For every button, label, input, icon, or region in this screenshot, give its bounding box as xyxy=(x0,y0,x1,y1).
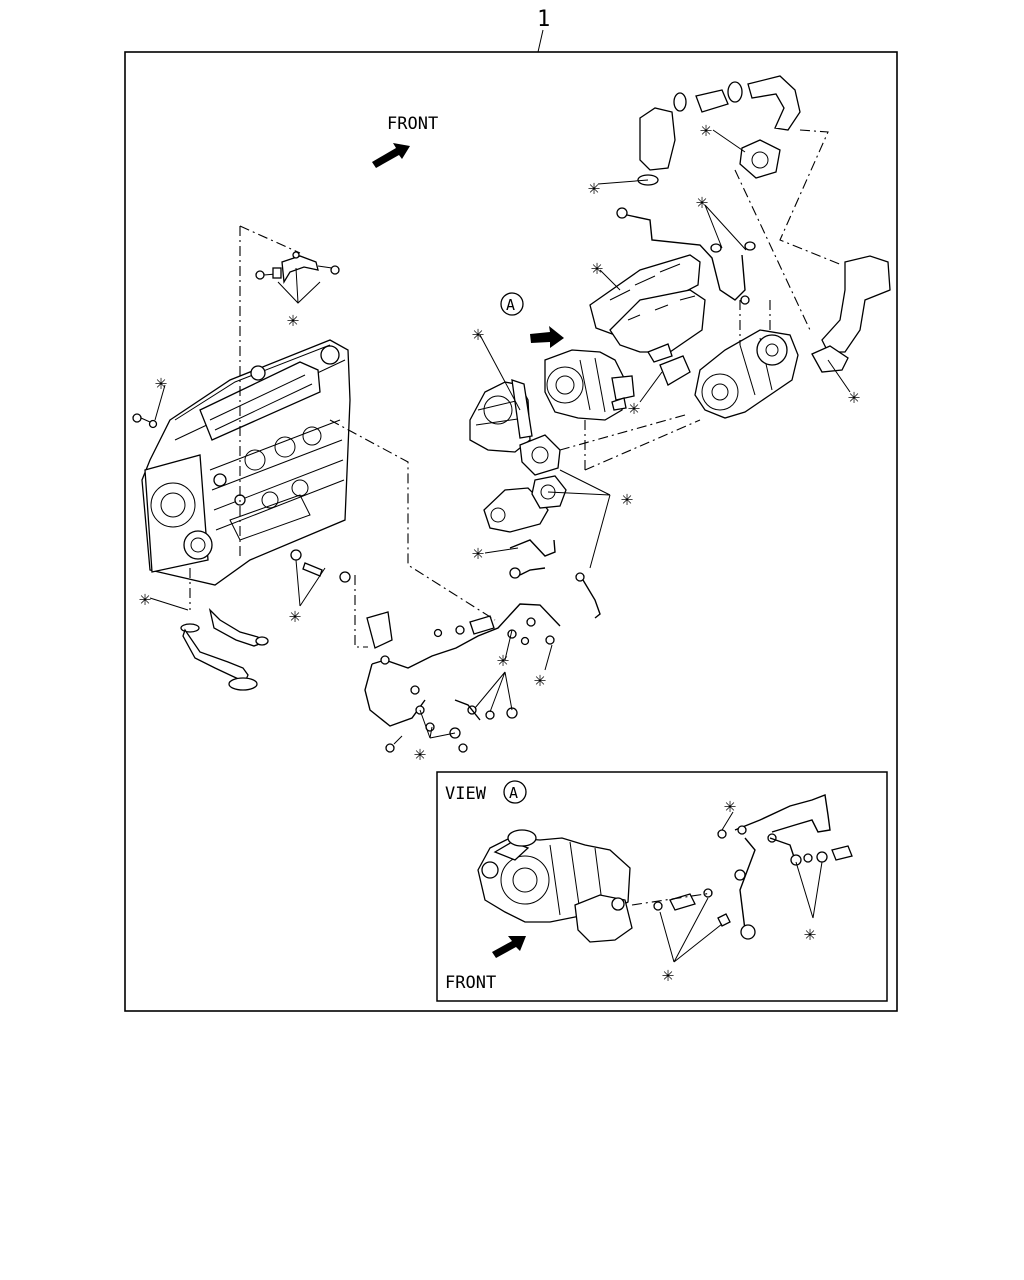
view-a-marker: A xyxy=(500,292,564,348)
callout-number: 1 xyxy=(537,7,550,32)
note-asterisk-icon: ✳ xyxy=(287,307,299,331)
inset-asterisk-icon: ✳ xyxy=(724,793,736,817)
inset-asterisk-icon: ✳ xyxy=(804,921,816,945)
note-asterisk-icon: ✳ xyxy=(700,117,712,141)
exhaust-manifold xyxy=(589,254,706,386)
inset-oil-lines xyxy=(631,794,853,940)
note-asterisk-icon: ✳ xyxy=(414,741,426,765)
note-asterisk-icon: ✳ xyxy=(696,189,708,213)
inset-view-a-letter: A xyxy=(509,784,518,802)
note-asterisk-icon: ✳ xyxy=(621,486,633,510)
note-asterisk-icon: ✳ xyxy=(155,370,167,394)
note-asterisk-icon: ✳ xyxy=(848,384,860,408)
inset-front-label: FRONT xyxy=(445,973,496,993)
turbocharger-assembly xyxy=(469,349,635,453)
intake-pipes xyxy=(637,75,891,373)
lower-oil-lines xyxy=(364,539,601,753)
callout-leader xyxy=(537,29,544,53)
note-asterisk-icon: ✳ xyxy=(289,603,301,627)
inset-leaders xyxy=(659,811,823,963)
inset-view-a-circle xyxy=(503,780,527,804)
note-asterisk-icon: ✳ xyxy=(472,321,484,345)
note-asterisk-icon: ✳ xyxy=(472,540,484,564)
inset-title: VIEW xyxy=(445,784,487,804)
inset-asterisk-icon: ✳ xyxy=(662,962,674,986)
inset-asterisk-markers: ✳ ✳ ✳ xyxy=(662,793,816,986)
main-frame xyxy=(124,51,898,1012)
note-asterisk-icon: ✳ xyxy=(591,255,603,279)
asterisk-markers: ✳ ✳ ✳ ✳ ✳ ✳ ✳ ✳ ✳ ✳ ✳ ✳ ✳ ✳ ✳ ✳ xyxy=(139,117,860,765)
view-a-arrow-icon xyxy=(530,326,564,348)
block-bolts xyxy=(132,413,351,583)
front-label: FRONT xyxy=(387,114,438,134)
engine-block xyxy=(141,339,351,586)
upper-bracket xyxy=(255,251,340,304)
leader-lines xyxy=(149,129,851,739)
note-asterisk-icon: ✳ xyxy=(534,667,546,691)
view-a-letter: A xyxy=(506,296,515,314)
note-asterisk-icon: ✳ xyxy=(588,175,600,199)
note-asterisk-icon: ✳ xyxy=(628,395,640,419)
assembly-lines xyxy=(189,129,843,648)
oil-feed-pipe xyxy=(616,207,756,305)
inset-turbocharger xyxy=(477,829,633,943)
front-arrow-icon xyxy=(372,143,410,168)
note-asterisk-icon: ✳ xyxy=(139,586,151,610)
turbocharger xyxy=(694,329,799,419)
inset-front-arrow-icon xyxy=(492,936,526,958)
note-asterisk-icon: ✳ xyxy=(497,647,509,671)
oil-return-pipe xyxy=(180,607,269,691)
